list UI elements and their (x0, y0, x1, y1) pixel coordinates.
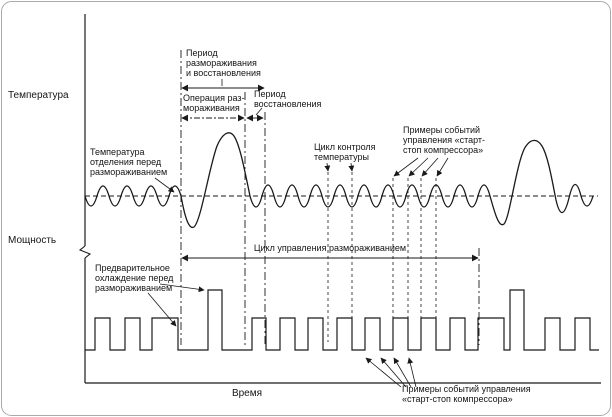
leader-precool-1 (159, 283, 205, 293)
leader-recovery-label (255, 107, 263, 116)
leader-event-bottom-3 (393, 357, 412, 388)
leader-event-bottom-1 (365, 357, 402, 388)
axis-break-icon (78, 245, 92, 259)
leader-precool-2 (147, 292, 177, 327)
label-line: Температура (90, 147, 145, 157)
label-line: Предварительное (95, 263, 170, 273)
leader-event-top-1 (393, 157, 419, 177)
label-precool-before-defrost: Предварительное охлаждение перед размора… (95, 263, 174, 293)
label-line: размораживанием (95, 283, 172, 293)
leader-event-top-4 (436, 157, 449, 177)
power-waveform (85, 289, 599, 351)
label-defrost-recovery-period: Период размораживания и восстановления (186, 48, 261, 78)
label-line: и восстановления (186, 68, 261, 78)
leader-event-bottom-2 (380, 357, 407, 388)
label-recovery-period: Период восстановления (254, 89, 322, 109)
label-line: охлаждение перед (95, 273, 174, 283)
label-line: стоп компрессора» (403, 145, 483, 155)
y-axis-label-temperature: Температура (8, 90, 69, 101)
label-line: Примеры событий (403, 125, 480, 135)
leader-temp-before-defrost (154, 177, 175, 193)
label-line: размораживанием (90, 167, 167, 177)
label-temp-before-defrost: Температура отделения перед размораживан… (90, 147, 167, 177)
label-line: температуры (314, 152, 369, 162)
label-line: Примеры событий управления (402, 384, 531, 394)
label-temp-control-cycle: Цикл контроля температуры (314, 142, 376, 162)
label-line: Период (186, 48, 218, 58)
label-line: Цикл контроля (314, 142, 376, 152)
label-line: Период (254, 89, 286, 99)
label-line: восстановления (254, 99, 322, 109)
x-axis-label-time: Время (232, 388, 262, 399)
y-axis-label-power: Мощность (8, 235, 56, 246)
label-line: мораживания (183, 103, 240, 113)
label-compressor-events-top: Примеры событий управления «старт- стоп … (403, 125, 485, 155)
label-line: «старт-стоп компрессора» (402, 394, 513, 404)
leader-event-top-3 (421, 157, 439, 177)
label-compressor-events-bottom: Примеры событий управления «старт-стоп к… (402, 384, 531, 404)
leader-temp-cycle-2 (348, 162, 355, 172)
label-line: размораживания (186, 58, 257, 68)
label-defrost-operation: Операция раз- мораживания (183, 93, 244, 113)
label-line: Операция раз- (183, 93, 244, 103)
label-line: отделения перед (90, 157, 162, 167)
temperature-waveform (84, 132, 594, 229)
leader-event-bottom-4 (407, 357, 417, 388)
leader-temp-cycle-1 (324, 162, 331, 172)
label-line: управления «старт- (403, 135, 485, 145)
leader-event-top-2 (408, 157, 429, 177)
label-defrost-control-cycle: Цикл управления размораживанием (254, 243, 406, 253)
